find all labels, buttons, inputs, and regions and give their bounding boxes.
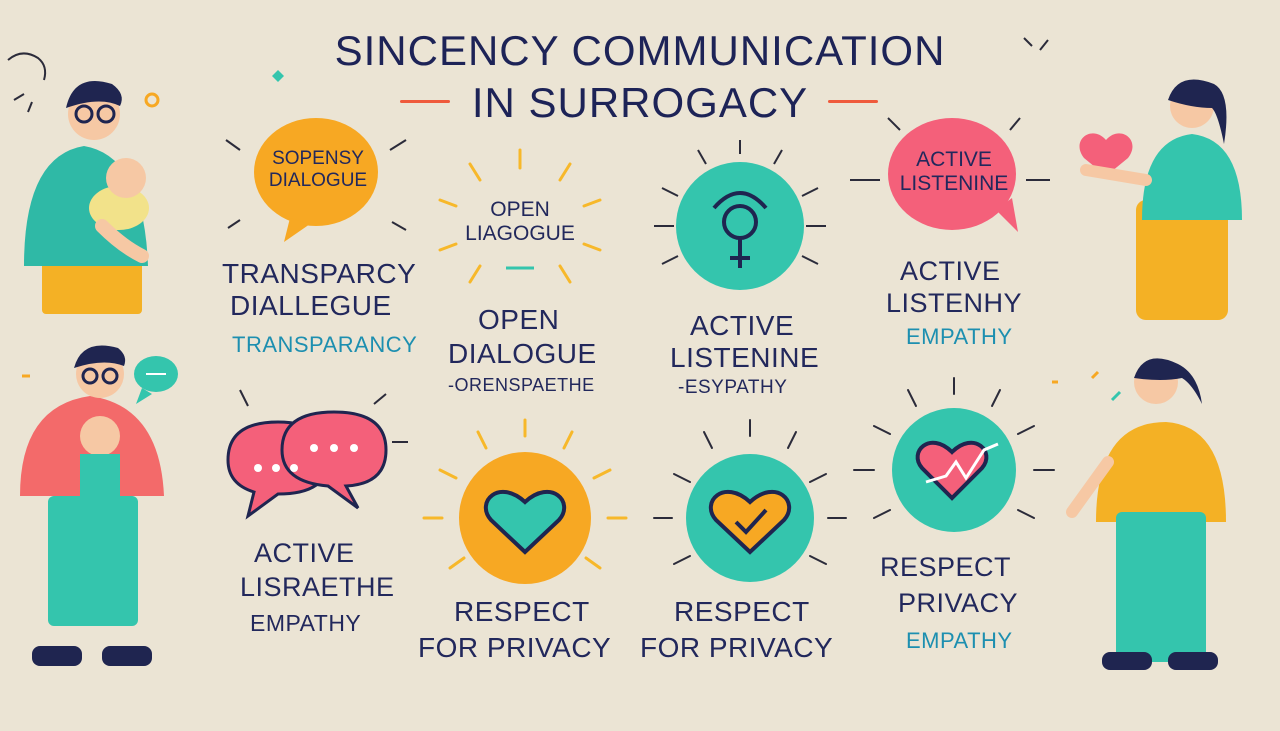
col2-row2-line2: FOR PRIVACY xyxy=(418,632,612,663)
woman-with-heart-illustration xyxy=(1079,79,1242,320)
sun-label: OPEN LIAGOGUE xyxy=(465,198,575,246)
title-dash-left xyxy=(400,100,450,103)
sun-burst-icon xyxy=(438,148,602,284)
father-holding-baby-illustration xyxy=(24,81,149,314)
col2-row1-line1: OPEN xyxy=(478,304,560,335)
col2-row1-line2: DIALOGUE xyxy=(448,338,597,369)
col2-row1-line3: -ORENSPAETHE xyxy=(448,375,595,395)
col1-row1-line2: DIALLEGUE xyxy=(230,290,392,321)
pink-bubble-label: ACTIVE LISTENINE xyxy=(899,148,1009,196)
col4-row2-line2: PRIVACY xyxy=(898,588,1019,618)
heart-icon xyxy=(422,418,628,584)
page-title: SINCENCY COMMUNICATION xyxy=(334,27,946,74)
col3-row2-line2: FOR PRIVACY xyxy=(640,632,834,663)
heart-check-icon xyxy=(653,419,847,582)
col4-row2-line3: EMPATHY xyxy=(906,628,1013,653)
col2-row2-line1: RESPECT xyxy=(454,596,590,627)
col1-row2-line3: EMPATHY xyxy=(250,610,362,636)
woman-standing-illustration xyxy=(1066,358,1226,670)
speech-bubble-icon-pink xyxy=(850,117,1050,232)
col3-row2-line1: RESPECT xyxy=(674,596,810,627)
heart-pulse-icon xyxy=(853,377,1055,532)
col4-row1-line1: ACTIVE xyxy=(900,256,1001,286)
chat-icon-small xyxy=(134,356,178,404)
page-subtitle: IN SURROGACY xyxy=(471,79,809,126)
col1-row2-line2: LISRAETHE xyxy=(240,572,395,602)
gender-symbol-icon xyxy=(654,140,826,290)
col1-row2-line1: ACTIVE xyxy=(254,538,355,568)
father-holding-baby-illustration-2 xyxy=(20,345,164,666)
col1-row1-line1: TRANSPARCY xyxy=(222,258,417,289)
chat-bubbles-icon xyxy=(226,389,408,520)
orange-bubble-label: SOPENSY DIALOGUE xyxy=(268,148,368,191)
col3-row1-line1: ACTIVE xyxy=(690,310,795,341)
col1-row1-line3: TRANSPARANCY xyxy=(232,332,418,357)
title-dash-right xyxy=(828,100,878,103)
col4-row2-line1: RESPECT xyxy=(880,552,1012,582)
col4-row1-line2: LISTENHY xyxy=(886,288,1023,318)
col3-row1-line2: LISTENINE xyxy=(670,342,820,373)
speech-bubble-icon xyxy=(225,118,407,242)
col3-row1-line3: -ESYPATHY xyxy=(678,377,788,398)
col4-row1-line3: EMPATHY xyxy=(906,324,1013,349)
